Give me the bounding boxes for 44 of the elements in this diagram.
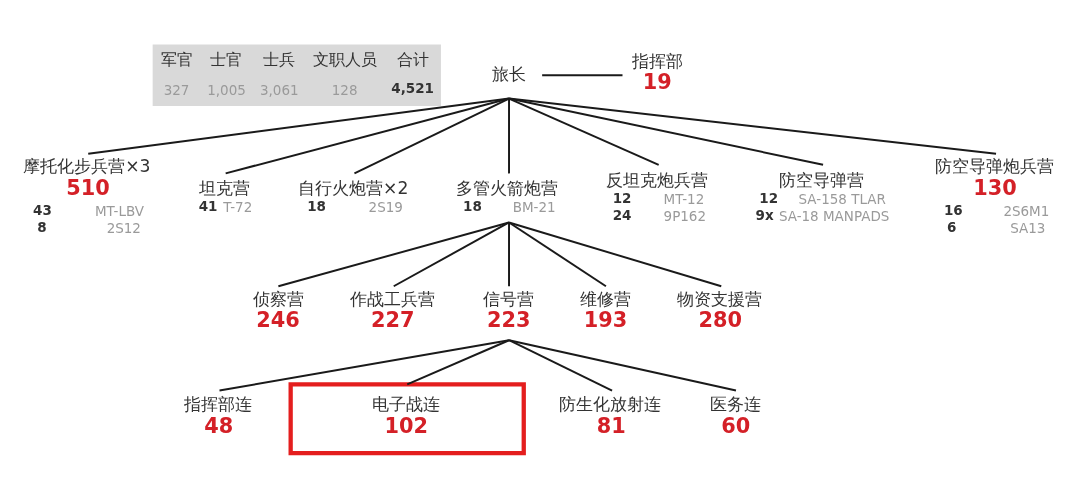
node-text: 医务连 60 [710,394,762,438]
connector [508,97,660,166]
node-text: 防空导弹营 12 SA-158 TLAR 9x SA-18 MANPADS [755,169,890,224]
node-text: 信号营 223 [483,288,535,333]
label: 军官 [160,49,193,69]
connector [508,221,510,288]
node-text: 指挥部连 48 [183,394,252,438]
connector [508,97,510,175]
node-text: 坦克营 41 T-72 [198,178,253,216]
label: 3,061 [260,81,299,98]
connector [406,339,510,386]
label: 327 [163,81,190,98]
node-text: 自行火炮营×2 18 2S19 [298,178,409,216]
connector [353,97,510,175]
node-text: 反坦克炮兵营 12 MT-12 24 9P162 [605,169,708,224]
connector [224,97,510,175]
label: 1,005 [207,81,246,98]
connector [508,339,737,392]
node-box: 电子战连 102 [288,382,526,456]
connector [508,221,607,288]
label: 士兵 [263,49,296,69]
node-text: 作战工兵营 227 [349,288,435,333]
label: 128 [331,81,358,98]
node-text: 防空导弹炮兵营 130 16 2S6M1 6 SA13 [934,156,1054,237]
node-text: 旅长 [491,64,526,85]
node-text: 侦察营 246 [252,288,304,333]
connector [277,221,510,288]
node-text: 维修营 193 [580,288,632,333]
node-text: 物资支援营 280 [677,288,763,333]
connector [218,339,510,392]
label: 合计 [396,49,429,69]
label: 士官 [210,49,243,69]
label: 文职人员 [312,49,377,69]
connector [508,97,825,166]
node-text: 多管火箭炮营 18 BM-21 [456,178,559,216]
node-text: 指挥部 19 [631,50,683,95]
connector [508,339,614,392]
connector [392,221,510,288]
connector [508,97,997,155]
node-text: 防生化放射连 81 [559,394,662,438]
connector [508,221,723,288]
label: 4,521 [391,80,434,97]
connector [541,74,624,77]
node-text: 摩托化步兵营×3 510 43 MT-LBV 8 2S12 [23,156,151,237]
